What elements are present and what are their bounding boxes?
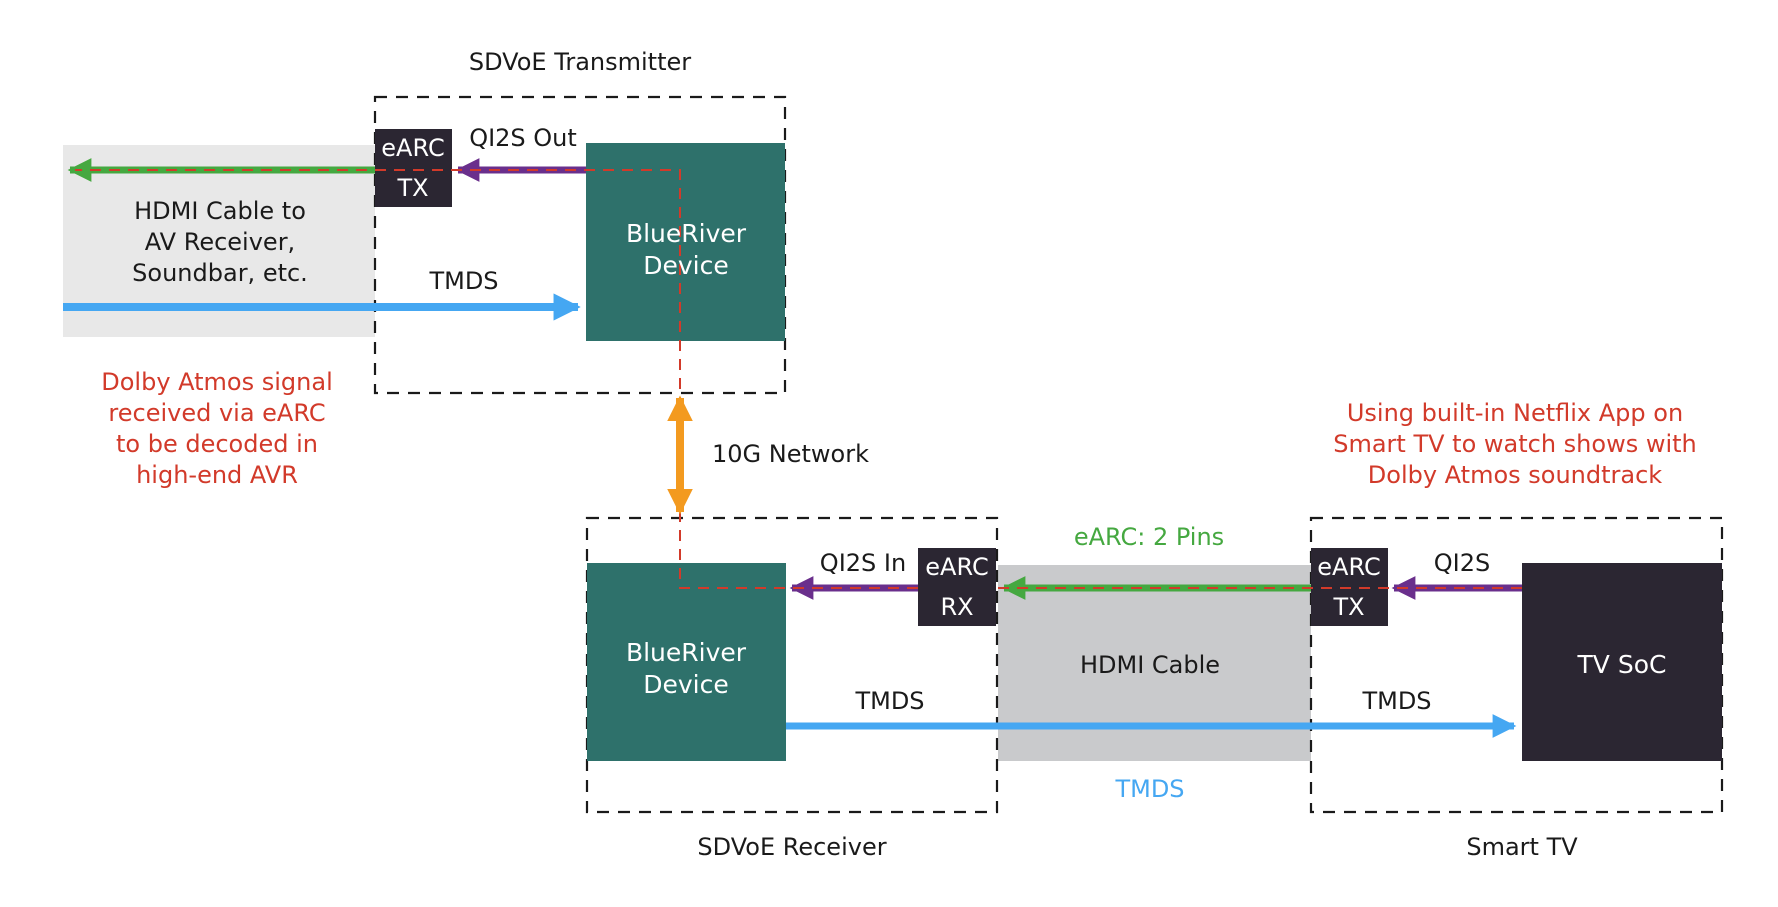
receiver-blueriver-device — [587, 563, 786, 761]
dolby-note-line-4: high-end AVR — [136, 461, 298, 489]
network-label: 10G Network — [712, 440, 869, 468]
hdmi-cable-label: HDMI Cable — [1080, 651, 1220, 679]
tv-soc-label: TV SoC — [1577, 650, 1667, 679]
hdmi-cable-tmds-label: TMDS — [1114, 775, 1184, 803]
receiver-device-label-1: BlueRiver — [626, 638, 747, 667]
netflix-note-line-1: Using built-in Netflix App on — [1347, 399, 1683, 427]
receiver-title: SDVoE Receiver — [697, 833, 886, 861]
transmitter-earc-tx-chip — [375, 129, 452, 207]
transmitter-tmds-label: TMDS — [428, 267, 498, 295]
smart-tv-title: Smart TV — [1466, 833, 1578, 861]
hdmi-earc-pins-label: eARC: 2 Pins — [1074, 523, 1224, 551]
dolby-note-line-3: to be decoded in — [116, 430, 318, 458]
hdmi-av-label-2: AV Receiver, — [145, 228, 295, 256]
transmitter-earc-chip-label-2: TX — [396, 174, 428, 202]
dolby-atmos-path-lower — [75, 169, 918, 589]
receiver-earc-chip-label-1: eARC — [925, 553, 988, 581]
receiver-earc-rx-chip — [918, 548, 996, 626]
hdmi-av-label-1: HDMI Cable to — [134, 197, 306, 225]
receiver-earc-chip-label-2: RX — [940, 593, 973, 621]
qi2s-out-label: QI2S Out — [469, 124, 577, 152]
transmitter-device-label-2: Device — [643, 251, 729, 280]
netflix-note-line-2: Smart TV to watch shows with — [1333, 430, 1697, 458]
dolby-note-line-2: received via eARC — [108, 399, 325, 427]
hdmi-av-label-3: Soundbar, etc. — [132, 259, 308, 287]
qi2s-in-label: QI2S In — [820, 549, 906, 577]
smart-tv-earc-chip-label-1: eARC — [1317, 553, 1380, 581]
transmitter-blueriver-device — [586, 143, 785, 341]
netflix-note-line-3: Dolby Atmos soundtrack — [1368, 461, 1663, 489]
dolby-note-line-1: Dolby Atmos signal — [101, 368, 333, 396]
qi2s-tv-label: QI2S — [1434, 549, 1490, 577]
smart-tv-earc-chip-label-2: TX — [1332, 593, 1364, 621]
receiver-tmds-label: TMDS — [854, 687, 924, 715]
transmitter-device-label-1: BlueRiver — [626, 219, 747, 248]
tv-soc-box — [1522, 563, 1722, 761]
transmitter-title: SDVoE Transmitter — [469, 48, 691, 76]
transmitter-earc-chip-label-1: eARC — [381, 134, 444, 162]
smart-tv-tmds-label: TMDS — [1361, 687, 1431, 715]
receiver-device-label-2: Device — [643, 670, 729, 699]
